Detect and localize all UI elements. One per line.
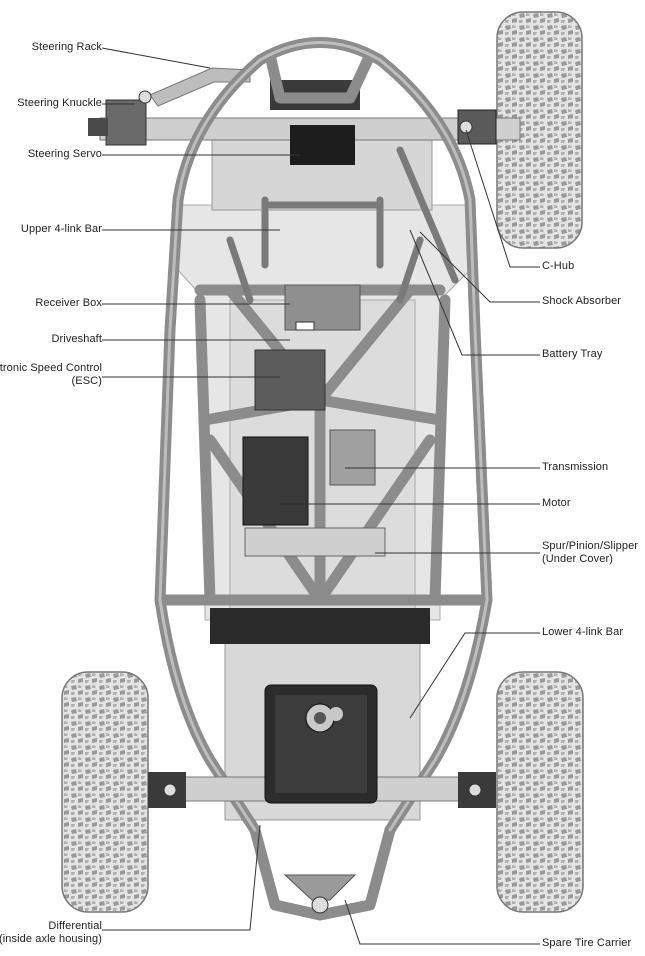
spare-tire-carrier-part <box>283 874 357 914</box>
label-upper-4-link-bar: Upper 4-link Bar <box>20 223 102 235</box>
label-motor: Motor <box>542 497 571 509</box>
tire-rear-right <box>496 671 584 913</box>
label-steering-servo: Steering Servo <box>27 148 102 160</box>
label-steering-knuckle: Steering Knuckle <box>17 97 102 109</box>
label-battery-tray: Battery Tray <box>542 348 603 360</box>
label-c-hub: C-Hub <box>542 260 575 272</box>
motor-part <box>242 436 386 557</box>
label-driveshaft: Driveshaft <box>51 333 102 345</box>
label-steering-rack: Steering Rack <box>31 41 102 53</box>
esc-part <box>254 349 376 486</box>
differential-housing <box>264 684 378 804</box>
label-lower-4-link-bar: Lower 4-link Bar <box>542 626 624 638</box>
label-differential: Differential (inside axle housing) <box>0 920 102 945</box>
leader-lines <box>101 47 540 945</box>
label-shock-absorber: Shock Absorber <box>542 295 622 307</box>
label-transmission: Transmission <box>542 461 609 473</box>
label-esc: tronic Speed Control (ESC) <box>0 362 102 387</box>
receiver-box-part <box>284 284 361 331</box>
label-receiver-box: Receiver Box <box>35 297 102 309</box>
label-spare-tire-carrier: Spare Tire Carrier <box>542 937 632 949</box>
roll-cage-highlight <box>158 41 489 832</box>
tire-rear-left <box>61 671 149 913</box>
label-spur-pinion-slipper: Spur/Pinion/Slipper (Under Cover) <box>542 540 639 565</box>
skid-plate <box>210 608 430 644</box>
